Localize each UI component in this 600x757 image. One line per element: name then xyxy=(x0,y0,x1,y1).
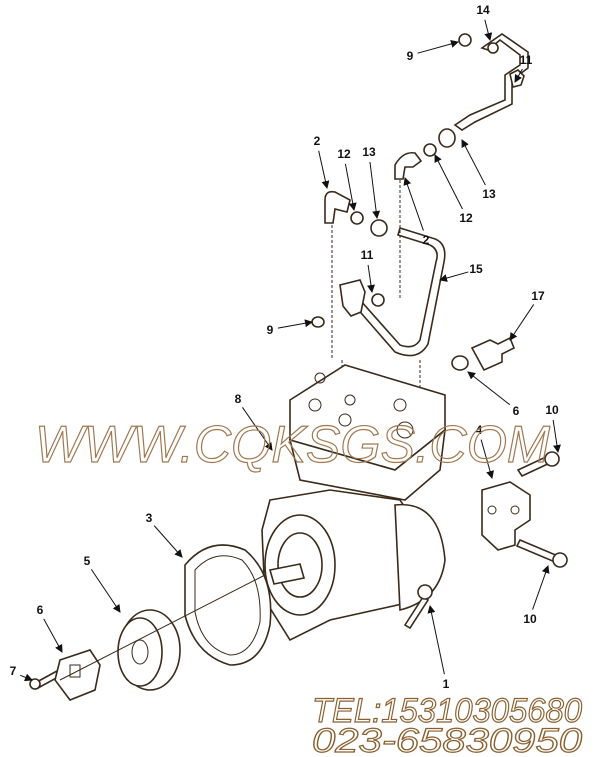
callout-11: 11 xyxy=(520,53,533,67)
leader-arrow xyxy=(318,150,330,189)
watermark-phone: TEL:15310305680 xyxy=(312,692,582,730)
callout-9: 9 xyxy=(407,49,414,63)
callout-15: 15 xyxy=(469,262,483,276)
clamp xyxy=(54,649,101,701)
leader-arrow xyxy=(484,19,493,41)
callout-6: 6 xyxy=(37,603,44,617)
callout-13: 13 xyxy=(482,187,496,201)
callout-14: 14 xyxy=(476,3,490,17)
callout-17: 17 xyxy=(531,289,545,303)
leader-arrow xyxy=(344,163,357,211)
callout-12: 12 xyxy=(459,211,473,225)
leader-arrow xyxy=(20,673,33,682)
watermark-website: WWW.CQKSGS.COM xyxy=(35,416,551,474)
callout-4: 4 xyxy=(476,423,483,437)
leader-arrow xyxy=(427,605,445,675)
leader-arrow xyxy=(43,618,63,653)
callout-2: 2 xyxy=(314,134,321,148)
leader-arrows xyxy=(20,19,561,682)
callout-7: 7 xyxy=(10,664,17,678)
bolts xyxy=(29,451,568,690)
callout-6: 6 xyxy=(513,404,520,418)
upper-pipe xyxy=(423,33,529,157)
leader-arrow xyxy=(153,525,183,558)
leader-arrow xyxy=(367,264,375,293)
callout-9: 9 xyxy=(267,323,274,337)
callout-5: 5 xyxy=(84,554,91,568)
callout-2: 2 xyxy=(423,233,430,247)
coupling xyxy=(117,609,181,691)
leader-arrow xyxy=(532,565,550,610)
elbow-fittings xyxy=(324,151,423,237)
lower-pipe xyxy=(311,226,446,357)
callout-10: 10 xyxy=(523,612,537,626)
callout-12: 12 xyxy=(337,147,351,161)
leader-arrow xyxy=(90,569,121,613)
leader-arrow xyxy=(417,40,459,54)
callout-labels: 14 9 11 2 12 13 13 12 2 11 15 17 9 8 6 10 4 3 5 10 6 7 1 xyxy=(10,3,559,691)
bracket xyxy=(481,481,531,551)
callout-11: 11 xyxy=(361,248,374,262)
leader-arrow xyxy=(480,439,494,479)
leader-arrow xyxy=(434,154,463,210)
leader-arrow xyxy=(552,419,561,453)
leader-arrow xyxy=(242,407,273,451)
leader-arrow xyxy=(509,304,535,341)
leader-arrow xyxy=(369,161,381,219)
callout-13: 13 xyxy=(362,145,376,159)
fitting-and-oring xyxy=(451,336,516,372)
callout-8: 8 xyxy=(235,392,242,406)
callout-10: 10 xyxy=(545,403,559,417)
leader-arrow xyxy=(461,139,486,186)
callout-1: 1 xyxy=(443,677,450,691)
leader-arrow xyxy=(467,371,511,406)
leader-arrow xyxy=(514,68,523,83)
leader-arrow xyxy=(277,319,313,329)
gasket xyxy=(184,544,272,666)
leader-arrow xyxy=(439,271,469,282)
callout-3: 3 xyxy=(146,511,153,525)
watermark-phone-2: 023-65830950 xyxy=(312,722,582,757)
leader-arrow xyxy=(403,177,424,231)
air-compressor xyxy=(261,364,447,642)
